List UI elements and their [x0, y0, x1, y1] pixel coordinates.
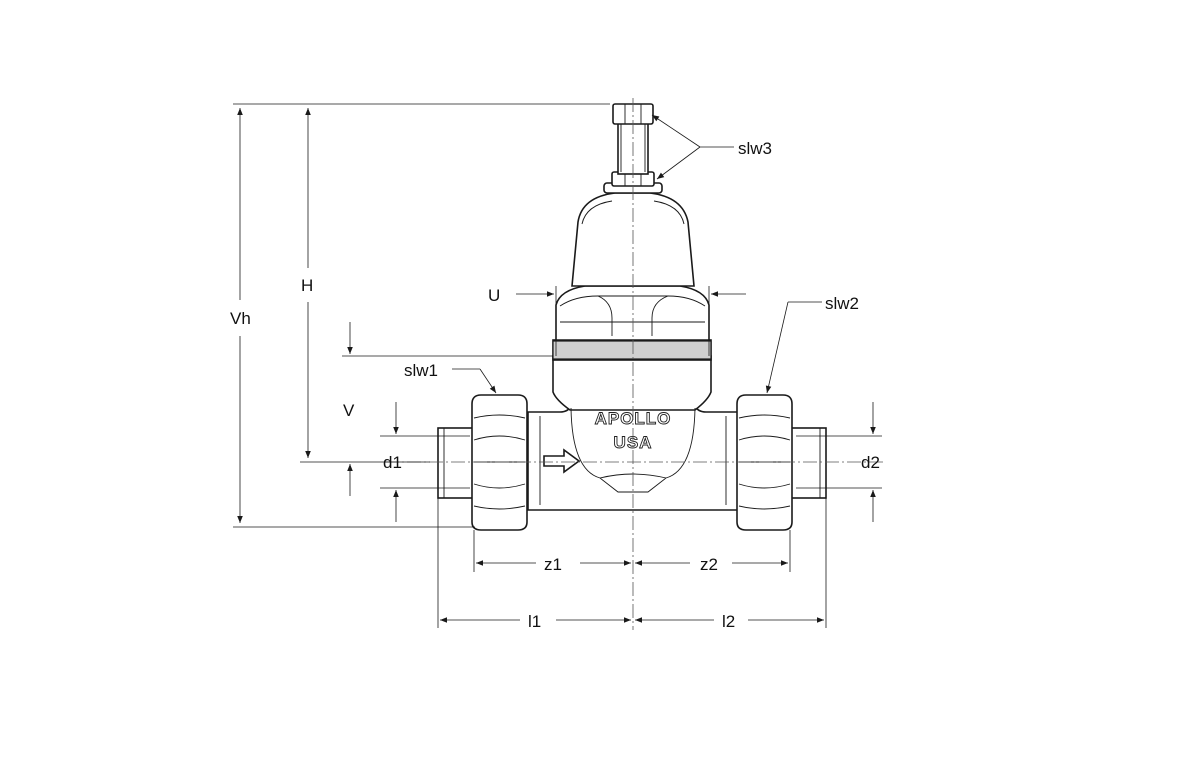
- left-tailpiece: [437, 427, 475, 499]
- dim-d1: [380, 402, 470, 522]
- dim-v: [342, 322, 553, 496]
- label-vh: Vh: [230, 309, 251, 328]
- right-tailpiece: [789, 427, 827, 499]
- right-union: [736, 394, 827, 531]
- bonnet-hex: [555, 285, 710, 341]
- right-union-nut: [736, 394, 793, 531]
- label-d2: d2: [861, 453, 880, 472]
- label-l1: l1: [528, 612, 541, 631]
- label-slw1: slw1: [404, 361, 438, 380]
- brand-marking-line2: USA: [614, 433, 653, 452]
- dim-l: [437, 498, 827, 628]
- dim-vh-h: [233, 103, 610, 528]
- body-bowl: [570, 407, 696, 493]
- neck: [552, 355, 712, 411]
- dim-d2: [796, 402, 882, 522]
- flow-arrow-icon: [543, 448, 581, 474]
- label-slw3: slw3: [738, 139, 772, 158]
- label-slw2: slw2: [825, 294, 859, 313]
- label-z2: z2: [700, 555, 718, 574]
- label-d1: d1: [383, 453, 402, 472]
- brand-marking-line1: APOLLO: [595, 409, 672, 428]
- left-union-nut: [471, 394, 528, 531]
- label-u: U: [488, 286, 500, 305]
- dim-u: [516, 286, 746, 356]
- left-union: [437, 394, 528, 531]
- dim-z: [473, 530, 791, 572]
- label-v: V: [343, 401, 355, 420]
- label-z1: z1: [544, 555, 562, 574]
- label-l2: l2: [722, 612, 735, 631]
- bonnet: [552, 192, 712, 361]
- label-h: H: [301, 276, 313, 295]
- leaders: [452, 114, 822, 394]
